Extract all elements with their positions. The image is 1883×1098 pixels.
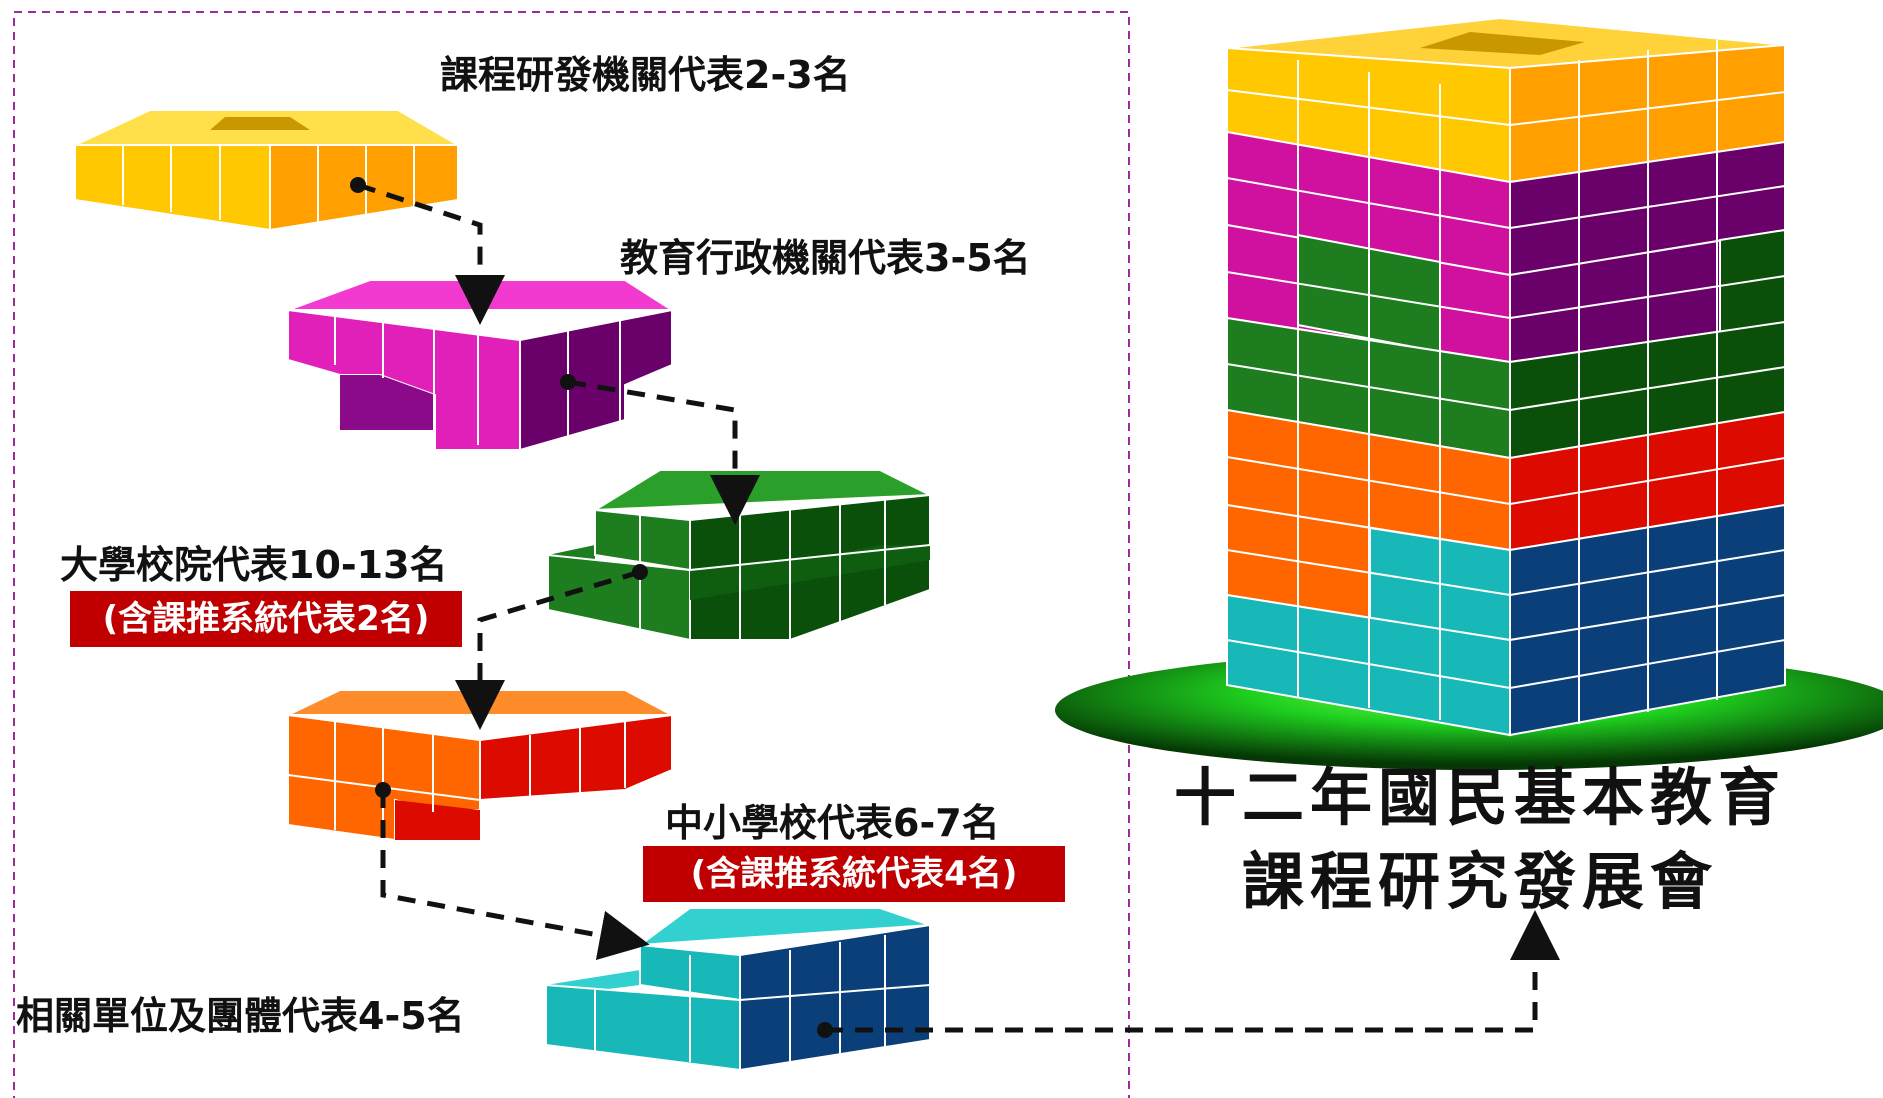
university-block bbox=[547, 469, 934, 642]
related-label: 相關單位及團體代表4-5名 bbox=[16, 994, 465, 1038]
curriculum-label: 課程研發機關代表2-3名 bbox=[440, 53, 851, 97]
assembled-tower bbox=[1226, 16, 1786, 737]
connector-related-to-council bbox=[825, 910, 1560, 1033]
education-admin-block bbox=[287, 279, 676, 452]
connector-school-to-related bbox=[380, 790, 650, 961]
university-label: 大學校院代表10-13名 bbox=[60, 543, 448, 587]
connector-dots bbox=[350, 177, 833, 1038]
curriculum-block bbox=[74, 109, 462, 232]
university-note-badge: (含課推系統代表2名) bbox=[70, 591, 462, 647]
school-block bbox=[287, 689, 673, 842]
connector-university-to-school bbox=[455, 569, 641, 730]
education-admin-label: 教育行政機關代表3-5名 bbox=[620, 236, 1031, 280]
council-title-line2: 課程研究發展會 bbox=[1241, 845, 1718, 918]
left-panel-frame bbox=[13, 11, 1130, 1098]
school-note-badge: (含課推系統代表4名) bbox=[643, 846, 1065, 902]
school-label: 中小學校代表6-7名 bbox=[665, 801, 1000, 845]
related-block bbox=[545, 907, 931, 1072]
connector-curriculum-to-admin bbox=[357, 182, 505, 325]
council-title-line1: 十二年國民基本教育 bbox=[1173, 761, 1786, 834]
connectors bbox=[357, 182, 1560, 1033]
